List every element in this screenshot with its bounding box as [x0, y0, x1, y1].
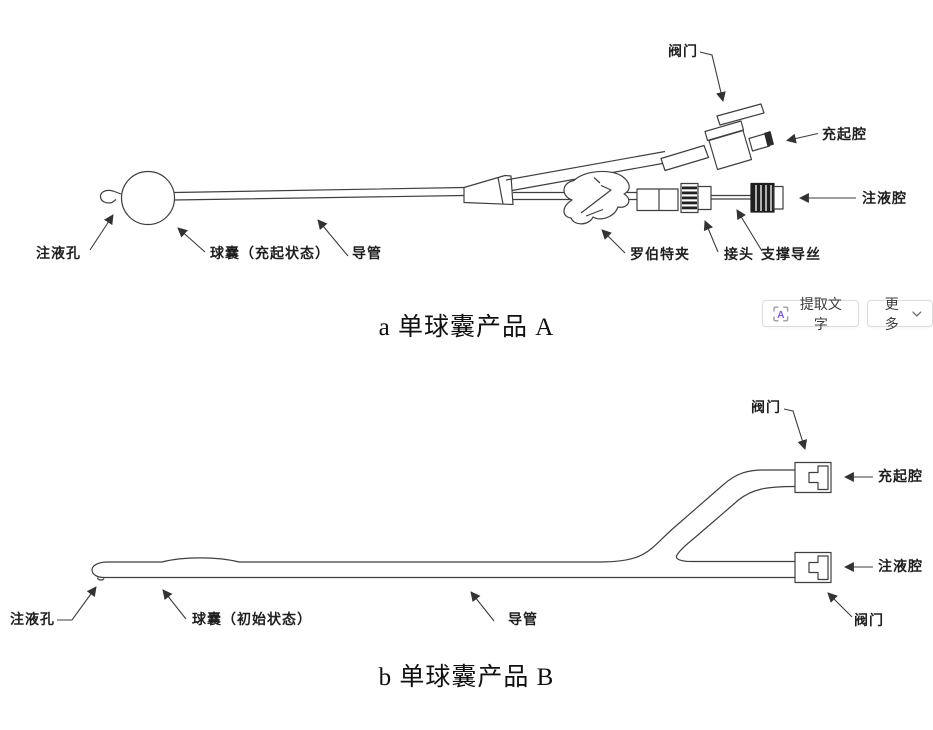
label-catheter-b: 导管 [508, 611, 538, 627]
stopcock-handle-lower [704, 120, 745, 142]
stopcock-port [748, 132, 771, 152]
label-valve-b-bottom: 阀门 [854, 612, 884, 628]
hub-cone [463, 174, 514, 206]
figure-b-drawing [91, 461, 832, 584]
balloon-inflated [120, 170, 176, 226]
injection-hole-notch [96, 577, 105, 581]
label-valve-a: 阀门 [668, 43, 698, 59]
label-roberts-clamp: 罗伯特夹 [630, 246, 690, 262]
figure-a-leaders [89, 51, 856, 257]
extract-text-icon: A [773, 306, 789, 321]
leader-inflation-lumen-a [786, 132, 819, 144]
label-balloon-b: 球囊（初始状态） [192, 611, 312, 627]
tip-nub-a [99, 189, 122, 204]
extract-text-label: 提取文字 [799, 295, 842, 332]
support-guidewire-line [711, 194, 751, 200]
leader-injection-hole-a [89, 214, 114, 251]
tip-cap-b [91, 561, 109, 579]
svg-text:A: A [777, 309, 785, 320]
leader-balloon-b [162, 589, 187, 620]
label-valve-b-top: 阀门 [751, 399, 781, 415]
leader-injection-hole-b [57, 586, 97, 621]
catheter-shaft-a [173, 186, 465, 201]
label-connector: 接头 [724, 246, 754, 262]
figure-b-leaders [57, 408, 873, 622]
image-toolbar: A 提取文字 更多 [762, 296, 933, 332]
label-injection-lumen-a: 注液腔 [862, 190, 907, 206]
luer-cylinder [636, 188, 679, 212]
figure-a-drawing [99, 103, 784, 226]
label-injection-hole-a: 注液孔 [36, 245, 81, 261]
more-label: 更多 [884, 295, 899, 332]
label-injection-lumen-b: 注液腔 [878, 558, 923, 574]
roberts-clamp [563, 170, 630, 225]
branch-luer [660, 144, 710, 172]
label-injection-hole-b: 注液孔 [10, 611, 55, 627]
leader-valve-b-top [783, 408, 808, 450]
catheter-top-edge [108, 469, 795, 563]
leader-support-guidewire [736, 209, 763, 252]
label-support-guidewire: 支撑导丝 [761, 246, 821, 262]
label-inflation-lumen-b: 充起腔 [878, 468, 923, 484]
fork-inner-edge [675, 485, 796, 563]
figure-b-caption: b 单球囊产品 B [378, 664, 555, 691]
leader-balloon-a [177, 227, 206, 253]
leader-valve-b-bottom [827, 592, 853, 618]
label-balloon-a: 球囊（充起状态） [210, 245, 330, 261]
leader-catheter-b [470, 591, 495, 622]
leader-valve-a [699, 51, 726, 102]
leader-roberts-clamp [601, 229, 626, 254]
label-catheter-a: 导管 [352, 245, 382, 261]
figure-a-caption: a 单球囊产品 A [378, 314, 555, 341]
stopcock-port-ring [764, 131, 774, 147]
stopcock-handle-upper [716, 103, 765, 126]
leader-catheter-a [317, 219, 349, 257]
leader-connector [703, 220, 719, 253]
chevron-down-icon [912, 310, 922, 317]
extract-text-button[interactable]: A 提取文字 [762, 296, 860, 332]
more-button[interactable]: 更多 [867, 296, 933, 332]
label-inflation-lumen-a: 充起腔 [822, 126, 867, 142]
